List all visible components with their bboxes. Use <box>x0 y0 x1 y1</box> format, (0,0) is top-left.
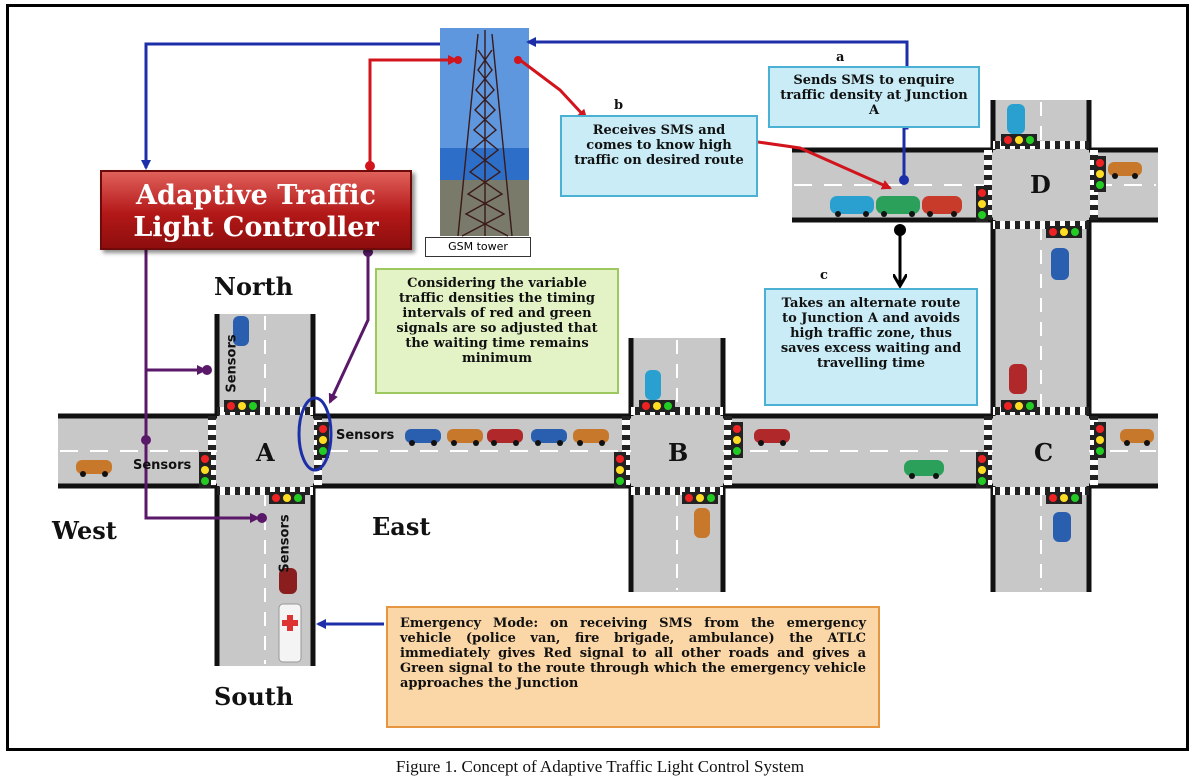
arrow-car-to-tower <box>526 37 909 180</box>
direction-south: South <box>214 682 294 711</box>
traffic-light <box>1094 422 1106 458</box>
car <box>1108 162 1142 179</box>
junction-b: B <box>668 438 689 467</box>
arrow-tower-to-controller <box>141 42 440 170</box>
arrow-controller-to-junction <box>328 252 370 404</box>
traffic-lights <box>199 134 1106 504</box>
car <box>76 460 112 477</box>
direction-west: West <box>52 516 117 545</box>
sensor-label-south: Sensors <box>277 514 293 573</box>
sensor-line-south <box>144 440 260 523</box>
junction-c: C <box>1034 438 1054 467</box>
car <box>279 568 297 594</box>
sensor-label-north: Sensors <box>224 334 240 393</box>
traffic-light <box>1046 226 1082 238</box>
car <box>1053 512 1071 542</box>
figure-caption: Figure 1. Concept of Adaptive Traffic Li… <box>395 757 805 776</box>
car <box>1009 364 1027 394</box>
traffic-light <box>317 422 329 458</box>
callout-timing: Considering the variable traffic densiti… <box>375 268 619 394</box>
car <box>876 196 920 217</box>
diagram-canvas <box>58 28 1158 666</box>
traffic-light <box>1046 492 1082 504</box>
car <box>1120 429 1154 446</box>
callout-c: Takes an alternate route to Junction A a… <box>764 288 978 406</box>
junction-a: A <box>256 438 275 467</box>
callout-a: Sends SMS to enquire traffic density at … <box>768 66 980 128</box>
car <box>1051 248 1069 280</box>
adaptive-traffic-light-controller: Adaptive Traffic Light Controller <box>100 170 412 250</box>
traffic-light <box>1001 400 1037 412</box>
sensor-line-north <box>144 250 207 375</box>
car <box>694 508 710 538</box>
callout-emergency: Emergency Mode: on receiving SMS from th… <box>386 606 880 728</box>
callout-b: Receives SMS and comes to know high traf… <box>560 115 758 197</box>
traffic-light <box>639 400 675 412</box>
sensor-label-west: Sensors <box>133 458 192 473</box>
car <box>1007 104 1025 134</box>
highlight-ellipse <box>297 396 333 472</box>
traffic-light <box>731 422 743 458</box>
controller-line1: Adaptive Traffic <box>136 180 376 211</box>
car <box>447 429 483 446</box>
car <box>754 429 790 446</box>
car <box>830 196 874 217</box>
traffic-light <box>682 492 718 504</box>
car <box>233 316 249 346</box>
step-c: c <box>820 268 828 283</box>
ambulance <box>278 603 302 663</box>
car <box>405 429 441 446</box>
gsm-tower-label: GSM tower <box>425 237 531 257</box>
car <box>922 196 962 217</box>
traffic-light <box>269 492 305 504</box>
traffic-light <box>1094 156 1106 192</box>
step-a: a <box>836 50 845 65</box>
arrow-tower-to-b <box>519 58 588 120</box>
car <box>531 429 567 446</box>
traffic-light <box>224 400 260 412</box>
arrow-controller-to-tower <box>368 55 458 168</box>
car <box>573 429 609 446</box>
controller-line2: Light Controller <box>133 212 379 243</box>
direction-east: East <box>372 512 431 541</box>
traffic-light <box>976 186 988 222</box>
car <box>487 429 523 446</box>
traffic-light <box>1001 134 1037 146</box>
vehicles <box>76 104 1154 663</box>
junction-d: D <box>1030 170 1051 199</box>
arrow-b-to-car <box>757 140 892 190</box>
car <box>645 370 661 400</box>
traffic-light <box>976 452 988 488</box>
traffic-light <box>199 452 211 488</box>
car <box>904 460 944 479</box>
direction-north: North <box>214 272 294 301</box>
step-b: b <box>614 98 624 113</box>
sensor-label-east: Sensors <box>336 428 395 443</box>
traffic-light <box>614 452 626 488</box>
